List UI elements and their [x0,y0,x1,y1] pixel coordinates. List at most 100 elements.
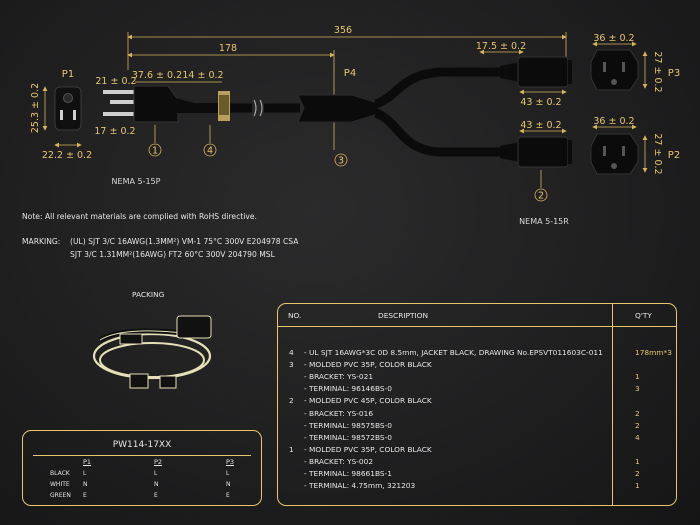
bom-cell-desc: - MOLDED PVC 45P, COLOR BLACK [304,396,432,406]
bom-cell-desc: - UL SJT 16AWG*3C 0D 8.5mm, JACKET BLACK… [304,348,603,357]
cable-branch-top [374,67,520,109]
dim-p1-width: 22.2 ± 0.2 [42,150,92,161]
bom-cell-desc: - TERMINAL: 98575BS-0 [304,420,392,430]
bom-cell-desc: - TERMINAL: 98572BS-0 [304,432,392,442]
wiring-cell-p2: E [154,492,158,499]
bom-cell-qty: 178mm*3 [635,348,672,357]
dim-r-43-bottom: 43 ± 0.2 [520,120,561,131]
bom-header-description: DESCRIPTION [378,311,429,320]
wiring-title: PW114-17XX [112,440,172,450]
splitter-p4-icon [297,94,379,123]
wiring-rule [33,455,251,456]
dim-plug-14: 14 ± 0.2 [182,70,223,81]
dim-p3-36: 36 ± 0.2 [593,33,634,44]
bom-cell-no: 2 [289,396,294,406]
dim-overall: 356 [334,25,352,36]
receptacle-p2-side-icon [500,136,572,168]
bom-cell-desc: - TERMINAL: 4.75mm, 321203 [304,481,416,491]
table-row: - BRACKET: YS-021 1 [278,372,676,384]
wiring-cell-color: WHITE [50,481,70,488]
cable-break-icon [253,99,263,117]
callout-4-text: 4 [207,146,213,157]
cable-tag-icon [218,91,230,121]
wiring-cell-p1: L [83,470,87,477]
dim-p1-height: 25.3 ± 0.2 [30,83,41,133]
p1-plug-face-icon [54,86,82,131]
table-row: - BRACKET: YS-002 1 [278,457,676,469]
bom-cell-qty: 2 [635,408,640,418]
receptacle-p2-face-icon [590,133,639,175]
dim-to-split: 178 [219,43,237,54]
wiring-cell-p1: E [83,492,87,499]
bom-cell-qty: 2 [635,469,640,478]
bom-cell-qty: 3 [635,384,640,394]
dim-plug-37: 37.6 ± 0.2 [132,70,182,81]
label-p4: P4 [344,68,356,79]
packing-illustration [92,315,212,389]
callout-1-text: 1 [152,146,158,157]
table-row: 1 - MOLDED PVC 35P, COLOR BLACK [278,445,676,457]
label-p2: P2 [668,150,680,161]
dim-plug-21: 21 ± 0.2 [95,76,136,87]
callout-4 [203,143,217,157]
bom-cell-no: 4 [289,348,294,357]
wiring-col-p1: P1 [83,458,92,466]
wiring-cell-p3: E [226,492,230,499]
bom-cell-qty: 1 [635,481,640,491]
bom-cell-desc: - BRACKET: YS-016 [304,408,374,418]
label-p3: P3 [668,68,680,79]
table-row: 3 - MOLDED PVC 35P, COLOR BLACK [278,360,676,372]
rohs-note: Note: All relevant materials are complie… [22,212,257,221]
dim-r-43-top: 43 ± 0.2 [520,97,561,108]
bom-cell-desc: - BRACKET: YS-002 [304,456,374,466]
bom-header-qty: Q'TY [635,311,652,320]
nema-plug-label: NEMA 5-15P [112,177,161,186]
cable-drawing: 356 178 P1 25.3 ± 0.2 22.2 ± 0.2 21 ± 0.… [30,25,680,226]
bom-cell-qty: 1 [635,456,640,466]
table-row: 2 - MOLDED PVC 45P, COLOR BLACK [278,396,676,408]
dim-r-17-5: 17.5 ± 0.2 [476,41,526,52]
table-row: - BRACKET: YS-016 2 [278,409,676,421]
wiring-cell-p3: L [226,470,230,477]
callout-2-text: 2 [538,191,544,202]
bom-header [278,304,676,327]
bom-cell-desc: - MOLDED PVC 35P, COLOR BLACK [304,360,432,370]
table-row: 4 - UL SJT 16AWG*3C 0D 8.5mm, JACKET BLAC… [278,348,676,360]
cable-branch-bottom [374,108,520,157]
nema-receptacle-label: NEMA 5-15R [519,217,569,226]
bom-column-divider [612,304,613,505]
bom-cell-no: 1 [289,444,294,454]
dim-p2-27: 27 ± 0.2 [652,133,663,174]
marking-line-1: (UL) SJT 3/C 16AWG(1.3MM²) VM-1 75°C 300… [70,237,299,246]
wiring-cell-p2: L [154,470,158,477]
wiring-cell-p3: N [226,481,231,488]
packing-label: PACKING [132,290,165,299]
bom-cell-desc: - BRACKET: YS-021 [304,372,374,382]
plug-p1-side-icon [103,85,220,123]
bom-cell-desc: - MOLDED PVC 35P, COLOR BLACK [304,444,432,454]
dim-p2-36: 36 ± 0.2 [593,116,634,127]
marking-line-2: SJT 3/C 1.31MM²(16AWG) FT2 60°C 300V 204… [70,250,275,259]
table-row: - TERMINAL: 4.75mm, 321203 1 [278,481,676,493]
callout-1 [148,143,162,157]
bom-cell-qty: 1 [635,372,640,382]
wiring-cell-p1: N [83,481,88,488]
wiring-cell-p2: N [154,481,159,488]
callout-3 [334,153,348,167]
marking-label: MARKING: [22,237,61,246]
dim-plug-17: 17 ± 0.2 [94,126,135,137]
bom-header-no: NO. [288,311,302,320]
wiring-cell-color: BLACK [50,470,70,477]
dim-p3-27: 27 ± 0.2 [652,51,663,92]
bom-cell-no: 3 [289,360,294,370]
label-p1: P1 [62,69,74,80]
receptacle-p3-face-icon [590,49,639,91]
bom-cell-qty: 4 [635,432,640,442]
wiring-col-p2: P2 [154,458,163,466]
table-row: - TERMINAL: 98572BS-0 4 [278,433,676,445]
callout-2 [534,188,548,202]
